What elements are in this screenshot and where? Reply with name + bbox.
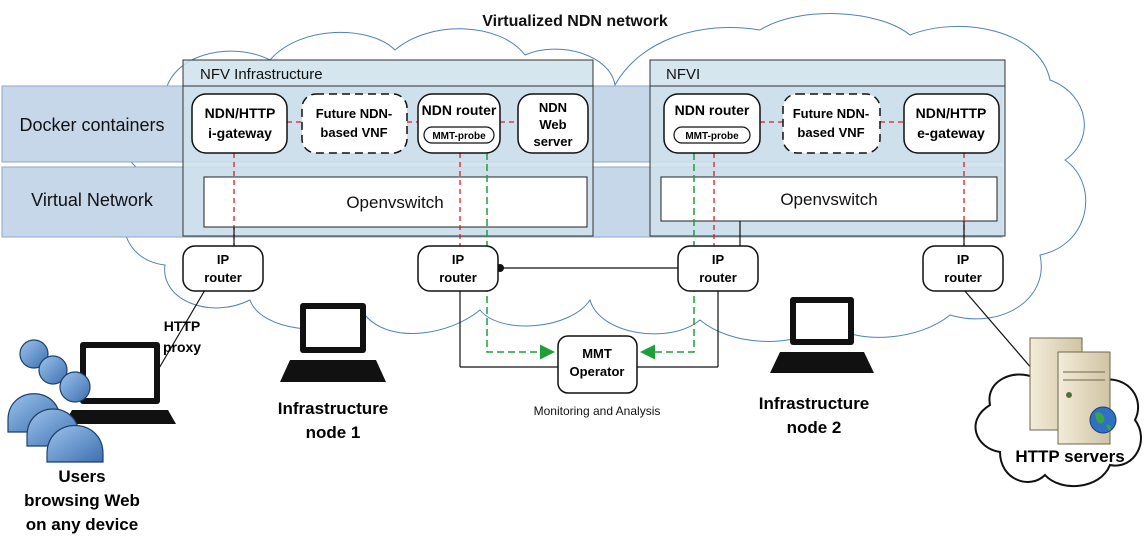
- svg-text:server: server: [533, 134, 572, 149]
- future-vnf-left-line2: based VNF: [320, 125, 387, 140]
- ndn-router-right-label: NDN router: [675, 102, 750, 118]
- svg-text:based VNF: based VNF: [797, 125, 864, 140]
- diagram-title: Virtualized NDN network: [482, 13, 668, 30]
- openvswitch-left: [203, 176, 588, 228]
- http-proxy-line1: HTTP: [164, 318, 201, 334]
- svg-text:based VNF: based VNF: [320, 125, 387, 140]
- ndn-web-server-container: [517, 93, 589, 154]
- future-vnf-right-line1: Future NDN-: [793, 106, 870, 121]
- users-line2: browsing Web: [24, 491, 140, 510]
- e-gateway-line1: NDN/HTTP: [916, 105, 987, 121]
- future-vnf-right-container: [782, 93, 881, 154]
- green-monitoring-flows: [486, 153, 695, 360]
- future-vnf-right-line2: based VNF: [797, 125, 864, 140]
- ip-router-2-line2: router: [439, 270, 477, 285]
- svg-text:i-gateway: i-gateway: [208, 125, 272, 141]
- i-gateway-container: [191, 93, 288, 154]
- node2-line1: Infrastructure: [759, 394, 870, 413]
- ndn-router-left-label: NDN router: [422, 102, 497, 118]
- openvswitch-right-label: Openvswitch: [780, 190, 877, 209]
- svg-text:NDN/HTTP: NDN/HTTP: [916, 105, 987, 121]
- mmt-probe-left-label: MMT-probe: [432, 131, 486, 142]
- laptop-icon-node1: [280, 303, 386, 382]
- ip-router-2: IP router: [417, 245, 499, 292]
- web-server-line1: NDN: [539, 100, 567, 115]
- e-gateway-line2: e-gateway: [917, 125, 985, 141]
- docker-containers-label: Docker containers: [19, 115, 164, 135]
- nfv-right-label: NFVI: [666, 66, 700, 83]
- mmt-operator-line2: Operator: [570, 364, 625, 379]
- ip-router-4: IP router: [922, 245, 1004, 292]
- openvswitch-right: [660, 176, 998, 222]
- svg-text:Future NDN-: Future NDN-: [316, 106, 393, 121]
- users-line3: on any device: [26, 515, 138, 534]
- ip-router-1-line2: router: [204, 270, 242, 285]
- ip-router-3: IP router: [677, 245, 759, 292]
- future-vnf-left-line1: Future NDN-: [316, 106, 393, 121]
- users-device-icon: [64, 342, 176, 424]
- virtual-network-label: Virtual Network: [31, 190, 154, 210]
- svg-text:Web: Web: [539, 117, 566, 132]
- mmt-probe-right: [673, 126, 751, 144]
- i-gateway-line1: NDN/HTTP: [205, 105, 276, 121]
- i-gateway-line2: i-gateway: [208, 125, 272, 141]
- mmt-operator-box: [557, 335, 638, 394]
- web-server-line2: Web: [539, 117, 566, 132]
- ip-router-1-line1: IP: [217, 252, 230, 267]
- http-proxy-line2: proxy: [163, 339, 201, 355]
- ip-router-4-line1: IP: [957, 252, 970, 267]
- globe-icon: [1089, 406, 1117, 434]
- web-server-line3: server: [533, 134, 572, 149]
- mmt-probe-right-label: MMT-probe: [685, 131, 739, 142]
- ip-router-3-line2: router: [699, 270, 737, 285]
- users-icon: [7, 339, 104, 463]
- ip-router-3-line1: IP: [712, 252, 725, 267]
- svg-text:Future NDN-: Future NDN-: [793, 106, 870, 121]
- mmt-probe-left: [423, 126, 495, 144]
- nfv-left-label: NFV Infrastructure: [200, 66, 323, 83]
- http-servers-label: HTTP servers: [1015, 447, 1124, 466]
- node1-line2: node 1: [306, 423, 361, 442]
- ip-router-4-line2: router: [944, 270, 982, 285]
- node2-line2: node 2: [787, 418, 842, 437]
- ip-router-2-line1: IP: [452, 252, 465, 267]
- svg-text:NDN/HTTP: NDN/HTTP: [205, 105, 276, 121]
- ip-router-1: IP router: [182, 245, 264, 292]
- future-vnf-left-container: [301, 93, 408, 154]
- switch-router-links: [154, 221, 1034, 376]
- monitoring-analysis-label: Monitoring and Analysis: [534, 404, 661, 418]
- e-gateway-container: [903, 93, 1000, 154]
- server-icon: [1029, 337, 1111, 445]
- users-line1: Users: [58, 467, 105, 486]
- red-dashed-links: [233, 121, 965, 246]
- laptop-icon-node2: [770, 297, 874, 373]
- svg-text:NDN: NDN: [539, 100, 567, 115]
- svg-text:e-gateway: e-gateway: [917, 125, 985, 141]
- virtualized-network-cloud: [120, 13, 1087, 342]
- node1-line1: Infrastructure: [278, 399, 389, 418]
- openvswitch-left-label: Openvswitch: [346, 193, 443, 212]
- mmt-operator-line1: MMT: [582, 346, 612, 361]
